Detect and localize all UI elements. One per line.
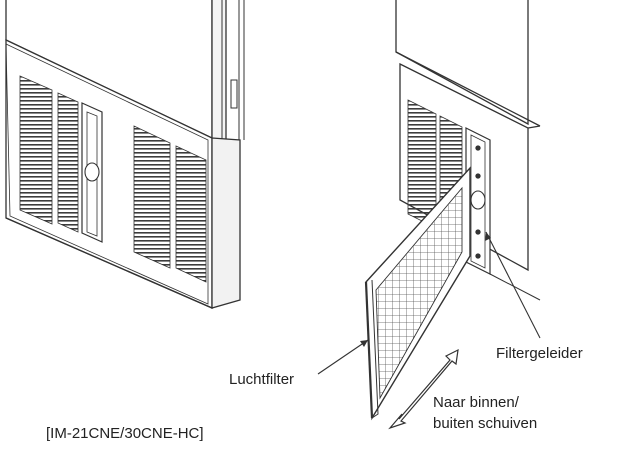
knob-left xyxy=(84,162,100,182)
air-filter-mesh xyxy=(375,186,463,400)
grille-block-1 xyxy=(19,75,53,225)
annotation-lines xyxy=(317,231,541,375)
cabinet-upper-right xyxy=(395,0,529,126)
cabinet-edge-upper xyxy=(211,0,227,144)
leader-filtergeleider xyxy=(485,231,541,339)
knob-right xyxy=(470,190,486,210)
ice-machine-left xyxy=(5,0,245,309)
air-filter xyxy=(364,166,471,421)
label-naar-binnen: Naar binnen/ xyxy=(433,394,519,411)
label-model-number: [IM-21CNE/30CNE-HC] xyxy=(46,425,204,442)
label-filtergeleider: Filtergeleider xyxy=(496,345,583,362)
grille-block-3 xyxy=(133,125,171,269)
slide-arrow xyxy=(388,348,459,430)
leader-luchtfilter xyxy=(317,339,369,375)
label-luchtfilter: Luchtfilter xyxy=(229,371,295,388)
grille-block-2 xyxy=(57,92,79,233)
label-buiten-schuiven: buiten schuiven xyxy=(433,415,538,432)
hinge xyxy=(230,79,238,109)
grille-block-4 xyxy=(175,145,207,283)
front-panel-side-left xyxy=(211,137,241,309)
grille-block-right-1 xyxy=(407,99,437,229)
ice-machine-right xyxy=(395,0,541,301)
